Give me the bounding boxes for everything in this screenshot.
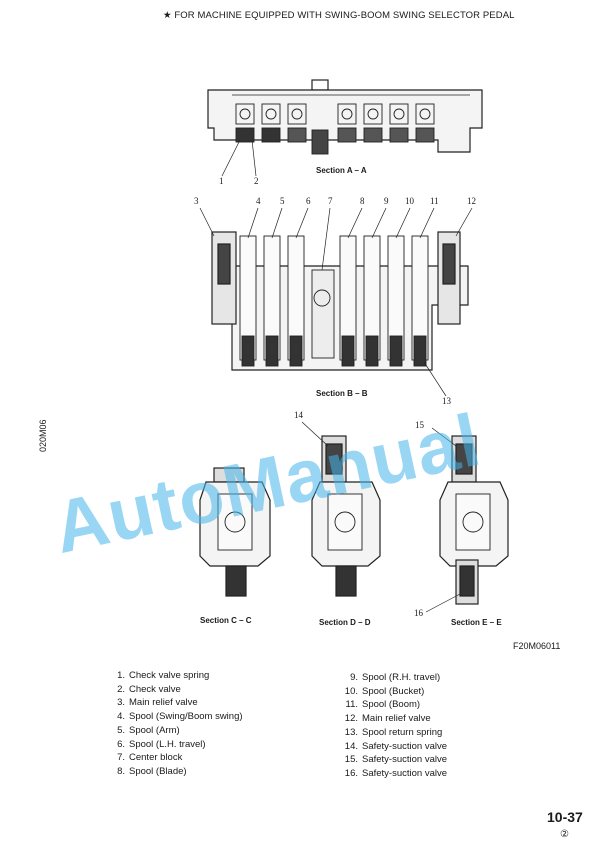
legend-item: 10.Spool (Bucket) [344,685,425,697]
callout-5: 5 [280,196,285,206]
legend-item: 5.Spool (Arm) [117,724,180,736]
legend-item: 1.Check valve spring [117,670,210,681]
section-a-label: Section A – A [316,166,367,175]
legend-right: 9.Spool (R.H. travel) 10.Spool (Bucket) … [338,671,447,781]
figure-code: F20M06011 [513,641,561,651]
legend-item: 15.Safety-suction valve [344,754,448,766]
legend-item: 11.Spool (Boom) [345,699,421,711]
callout-4: 4 [256,196,261,206]
callout-11: 11 [430,196,439,206]
legend-item: 14.Safety-suction valve [344,740,448,752]
legend-item: 13.Spool return spring [344,726,443,738]
callout-16: 16 [414,608,423,618]
legend-item: 9.Spool (R.H. travel) [350,672,441,683]
page-number: 10-37 [547,809,583,825]
page-header: ★ FOR MACHINE EQUIPPED WITH SWING-BOOM S… [163,10,515,21]
section-a-drawing [207,79,483,177]
legend-item: 4.Spool (Swing/Boom swing) [117,711,243,723]
section-d-drawing [301,421,381,597]
section-c-drawing [199,467,271,597]
callout-13: 13 [442,396,451,406]
callout-15: 15 [415,420,424,430]
callout-1: 1 [219,176,224,186]
callout-7: 7 [328,196,333,206]
callout-12: 12 [467,196,476,206]
section-b-drawing [199,207,473,397]
section-c-label: Section C – C [200,616,252,625]
callout-10: 10 [405,196,414,206]
legend-item: 12.Main relief valve [344,713,431,725]
section-e-label: Section E – E [451,618,502,627]
legend-item: 7.Center block [117,752,183,764]
callout-3: 3 [194,196,199,206]
legend-left: 1.Check valve spring 2.Check valve 3.Mai… [105,669,243,779]
callout-9: 9 [384,196,389,206]
revision-mark: ② [560,829,569,840]
legend-item: 8.Spool (Blade) [117,765,187,777]
legend-item: 3.Main relief valve [117,697,198,709]
section-e-drawing [425,427,509,613]
callout-2: 2 [254,176,259,186]
section-d-label: Section D – D [319,618,371,627]
legend-item: 6.Spool (L.H. travel) [117,738,206,750]
legend-item: 16.Safety-suction valve [344,767,448,779]
callout-6: 6 [306,196,311,206]
callout-8: 8 [360,196,365,206]
legend-item: 2.Check valve [117,683,181,695]
callout-14: 14 [294,410,303,420]
section-b-label: Section B – B [316,389,368,398]
